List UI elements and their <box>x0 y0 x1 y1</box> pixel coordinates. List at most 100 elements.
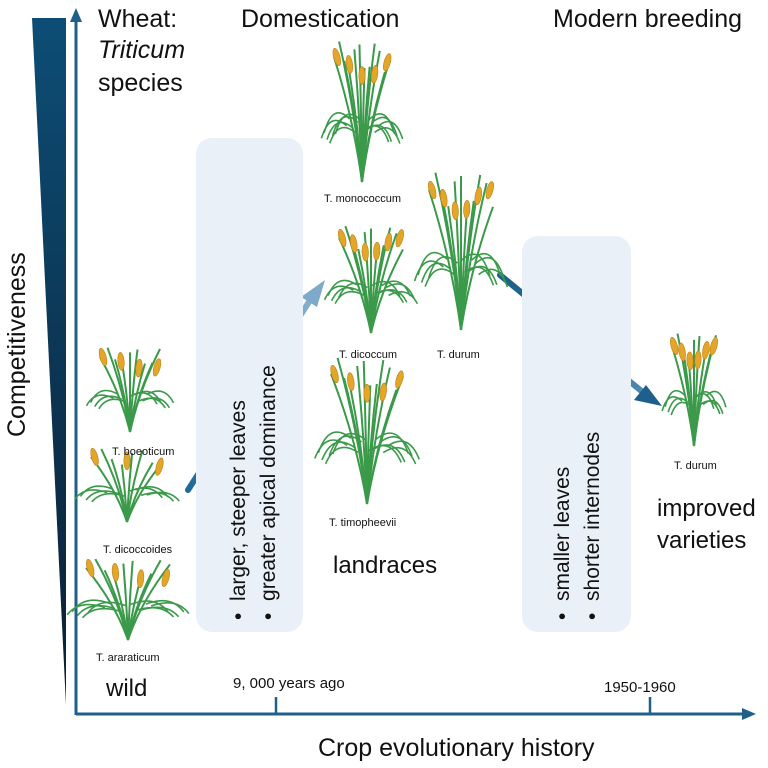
domestication-arrowhead <box>301 280 325 307</box>
plant-leaf <box>375 432 410 454</box>
plant-timopheevii <box>314 357 420 505</box>
plant-leaf <box>382 446 417 465</box>
tick-9000-label: 9, 000 years ago <box>233 675 345 692</box>
grain-spike <box>694 350 702 370</box>
grain-spike <box>395 370 404 389</box>
grain-spike <box>98 347 108 367</box>
landraces-label: landraces <box>333 552 438 579</box>
plant-leaf <box>474 256 505 279</box>
grain-spike <box>90 447 99 467</box>
plant-leaf <box>467 265 498 286</box>
plant-leaf <box>384 283 415 299</box>
plant-leaf <box>76 604 116 617</box>
plant-leaf <box>146 390 175 404</box>
plant-stem <box>127 563 171 641</box>
x-axis-arrowhead <box>742 708 756 720</box>
plant-leaf <box>89 389 119 403</box>
grain-spike <box>358 66 366 85</box>
modern-breeding-heading: Modern breeding <box>553 5 743 33</box>
plant-leaf <box>427 256 459 279</box>
grain-spike <box>135 358 143 378</box>
plant-leaf <box>314 439 348 459</box>
plant-leaf <box>664 389 686 407</box>
plant-leaf <box>368 113 395 134</box>
plant-leaf <box>140 606 180 618</box>
tick-1950-label: 1950-1960 <box>604 679 676 696</box>
wild-label: wild <box>106 675 148 702</box>
grain-spike <box>349 234 358 253</box>
grain-spike <box>330 364 339 384</box>
plant-leaf <box>702 399 724 414</box>
plant-leaf <box>329 126 356 144</box>
plant-leaf <box>86 601 126 614</box>
grain-spike <box>347 372 355 391</box>
plant-leaf <box>374 127 401 144</box>
plant-leaf <box>137 397 166 409</box>
domestication-trait-box <box>196 138 303 632</box>
trait-smaller-leaves: • smaller leaves <box>551 466 574 620</box>
grain-spike <box>345 55 354 74</box>
plant-leaf <box>379 436 413 457</box>
grain-spike <box>428 180 437 200</box>
grain-spike <box>485 181 494 200</box>
plant-leaf <box>323 285 354 301</box>
grain-spike <box>155 457 164 476</box>
plant-stem <box>330 373 368 505</box>
plant-leaf <box>81 607 121 619</box>
species-label-monococcum: T. monococcum <box>324 193 402 205</box>
plant-leaf <box>374 289 405 304</box>
species-label-dicoccoides: T. dicoccoides <box>103 544 173 556</box>
grain-spike <box>363 384 371 403</box>
plant-leaf <box>381 280 412 297</box>
grain-spike <box>332 47 341 67</box>
plant-leaf <box>705 390 727 408</box>
grain-spike <box>137 569 145 588</box>
plant-leaf <box>326 121 353 140</box>
grain-spike <box>379 382 387 402</box>
grain-spike <box>670 336 679 356</box>
domestication-traits: • larger, steeper leaves • greater apica… <box>224 365 284 620</box>
grain-spike <box>373 241 381 261</box>
plant-leaf <box>376 120 404 140</box>
plant-leaf <box>145 599 185 613</box>
grain-spike <box>117 352 125 371</box>
grain-spike <box>370 65 379 84</box>
varieties-label: varieties <box>657 527 747 554</box>
plant-leaf <box>142 397 171 409</box>
wheat-label: Wheat: <box>98 5 178 33</box>
plant-leaf <box>365 124 393 142</box>
grain-spike <box>686 351 694 371</box>
plant-dicoccum <box>323 225 419 334</box>
plant-leaf <box>98 398 127 410</box>
x-axis-label: Crop evolutionary history <box>318 734 595 762</box>
grain-spike <box>383 53 392 72</box>
grain-spike <box>86 558 95 578</box>
breeding-trait-box <box>522 236 631 632</box>
competitiveness-wedge <box>32 18 66 705</box>
plant-stem <box>366 376 404 505</box>
plant-leaf <box>334 290 365 304</box>
grain-spike <box>463 200 471 219</box>
plant-leaf <box>321 441 355 461</box>
plant-monococcum <box>320 41 404 183</box>
plant-leaf <box>413 260 444 282</box>
plant-leaf <box>424 268 455 287</box>
plant-leaf <box>670 401 692 416</box>
improved-label: improved <box>657 495 756 522</box>
plant-leaf <box>332 432 366 455</box>
genus-label: Triticum <box>98 36 186 64</box>
trait-larger-steeper-leaves: • larger, steeper leaves <box>227 400 250 620</box>
grain-spike <box>709 337 718 356</box>
plant-leaf <box>478 268 509 288</box>
plant-leaf <box>324 446 359 465</box>
plant-leaf <box>150 602 190 615</box>
species-label-boeoticum: T. boeoticum <box>112 446 175 458</box>
grain-spike <box>384 232 393 252</box>
plant-stem <box>370 248 404 334</box>
species-label: species <box>98 69 183 97</box>
grain-spike <box>338 228 347 248</box>
species-label-araraticum: T. araraticum <box>96 652 160 664</box>
plant-leaf <box>146 491 180 502</box>
plant-leaf <box>667 397 689 413</box>
grain-spike <box>123 451 131 471</box>
